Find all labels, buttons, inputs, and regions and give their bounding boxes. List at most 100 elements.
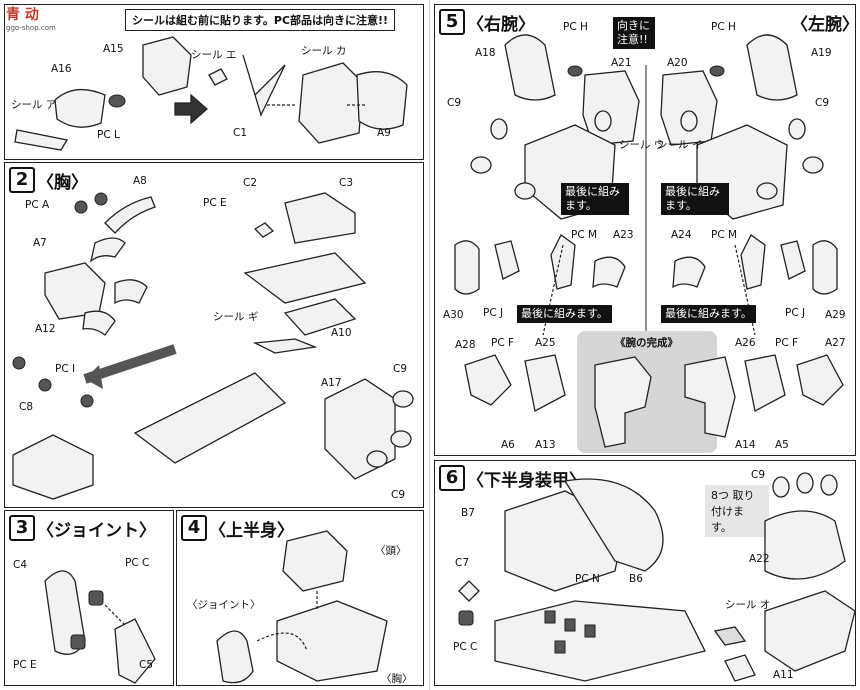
label-pc-m-r: PC M [571,229,598,241]
step3-diagram [44,570,156,684]
label-seal-u: シール ウ [619,139,665,151]
step2-title: 〈胸〉 [37,173,88,193]
label-pc-l: PC L [97,129,120,141]
seal-e-shape [208,68,228,86]
label-pc-e3: PC E [13,659,37,671]
label-c9a: C9 [393,363,408,375]
label-a29: A29 [825,309,846,321]
step4-diagram [216,530,388,684]
label-pc-h-r: PC H [563,21,588,33]
label-seal-e: シール エ [191,49,237,61]
label-a5: A5 [775,439,789,451]
label-b6: B6 [629,573,643,585]
label-c1: C1 [233,127,248,139]
label-pc-n: PC N [575,573,600,585]
label-a19: A19 [811,47,832,59]
label-seal-ka: シール カ [301,45,347,57]
label-a6-r: A6 [501,439,515,451]
part-c1 [242,54,286,117]
label-a9: A9 [377,127,391,139]
label-c4: C4 [13,559,28,571]
label-pc-h-l: PC H [711,21,736,33]
label-a13: A13 [535,439,556,451]
label-a18: A18 [475,47,496,59]
label-pc-a: PC A [25,199,50,211]
step3-title: 〈ジョイント〉 [37,521,156,541]
label-seal-gi: シール ギ [213,311,259,323]
label-c8: C8 [19,401,34,413]
step6-diagram [458,472,855,682]
label-pc-j-r: PC J [483,307,504,319]
label-c7: C7 [455,557,470,569]
arm-complete-diagram [594,356,736,448]
label-a25: A25 [535,337,556,349]
step3-panel: 3 〈ジョイント〉 C4 PC C PC E C5 [4,510,174,686]
part-a16 [54,88,106,128]
step4-number: 4 [181,515,207,541]
label-a23: A23 [613,229,634,241]
step1-diagram [14,36,408,151]
label-pc-m-l: PC M [711,229,738,241]
label-joint: 〈ジョイント〉 [187,599,261,611]
step2-diagram [12,192,414,500]
label-a26: A26 [735,337,756,349]
label-a28-r: A28 [455,339,476,351]
label-a11: A11 [773,669,794,681]
label-pc-f-r: PC F [491,337,515,349]
label-b7: B7 [461,507,475,519]
step5-orientation-notice: 向きに注意!! [613,17,655,49]
label-pc-j-l: PC J [785,307,806,319]
label-c5: C5 [139,659,154,671]
label-a10: A10 [331,327,352,339]
label-a22: A22 [749,553,770,565]
step2-panel: 2 〈胸〉 A8 PC A A7 A12 C2 C3 PC E [4,162,424,508]
label-pc-i: PC I [55,363,76,375]
step4-panel: 4 〈上半身〉 〈頭〉 〈ジョイント〉 〈胸〉 [176,510,424,686]
label-pc-f-l: PC F [775,337,799,349]
label-seal-o: シール オ [725,599,771,611]
step5-complete-label: 《腕の完成》 [615,337,678,349]
label-a27: A27 [825,337,846,349]
label-a30: A30 [443,309,464,321]
part-a9 [356,71,408,130]
step6-title: 〈下半身装甲〉 [467,471,586,491]
label-head: 〈頭〉 [375,545,407,557]
label-c9-r: C9 [447,97,462,109]
step1-panel: シールは組む前に貼ります。PC部品は向きに注意!! A15 A16 シール ア … [4,4,424,160]
label-a15: A15 [103,43,124,55]
last-note-l1: 最後に組みます。 [661,183,729,215]
label-c2: C2 [243,177,258,189]
label-pc-c6: PC C [453,641,478,653]
label-c9-l: C9 [815,97,830,109]
part-a15 [142,36,192,96]
label-a16: A16 [51,63,72,75]
step6-number: 6 [439,465,465,491]
label-a21: A21 [611,57,632,69]
label-a14: A14 [735,439,756,451]
last-note-l2: 最後に組みます。 [661,305,756,323]
step2-number: 2 [9,167,35,193]
step5-diagram [454,34,844,412]
step6-attach-note: 8つ 取り付けます。 [705,485,769,537]
step5-title-right: 〈右腕〉 [467,15,535,35]
label-c9-6: C9 [751,469,766,481]
step5-panel: 5 〈右腕〉 〈左腕〉 向きに注意!! [434,4,856,456]
pc-l-shape [108,94,126,108]
step6-panel: 6 〈下半身装甲〉 8つ 取り付けます。 B7 C7 PC N B6 PC C … [434,460,856,686]
right-page: 5 〈右腕〉 〈左腕〉 向きに注意!! [430,0,860,690]
label-a17: A17 [321,377,342,389]
label-c9b: C9 [391,489,406,501]
label-seal-a: シール ア [11,99,57,111]
last-note-r1: 最後に組みます。 [561,183,629,215]
label-a20: A20 [667,57,688,69]
label-seal-i: シール イ [657,139,703,151]
arrow-shape [174,93,208,125]
step3-number: 3 [9,515,35,541]
label-pc-c: PC C [125,557,150,569]
label-a12: A12 [35,323,56,335]
last-note-r2: 最後に組みます。 [517,305,612,323]
label-a8: A8 [133,175,147,187]
label-c3: C3 [339,177,354,189]
